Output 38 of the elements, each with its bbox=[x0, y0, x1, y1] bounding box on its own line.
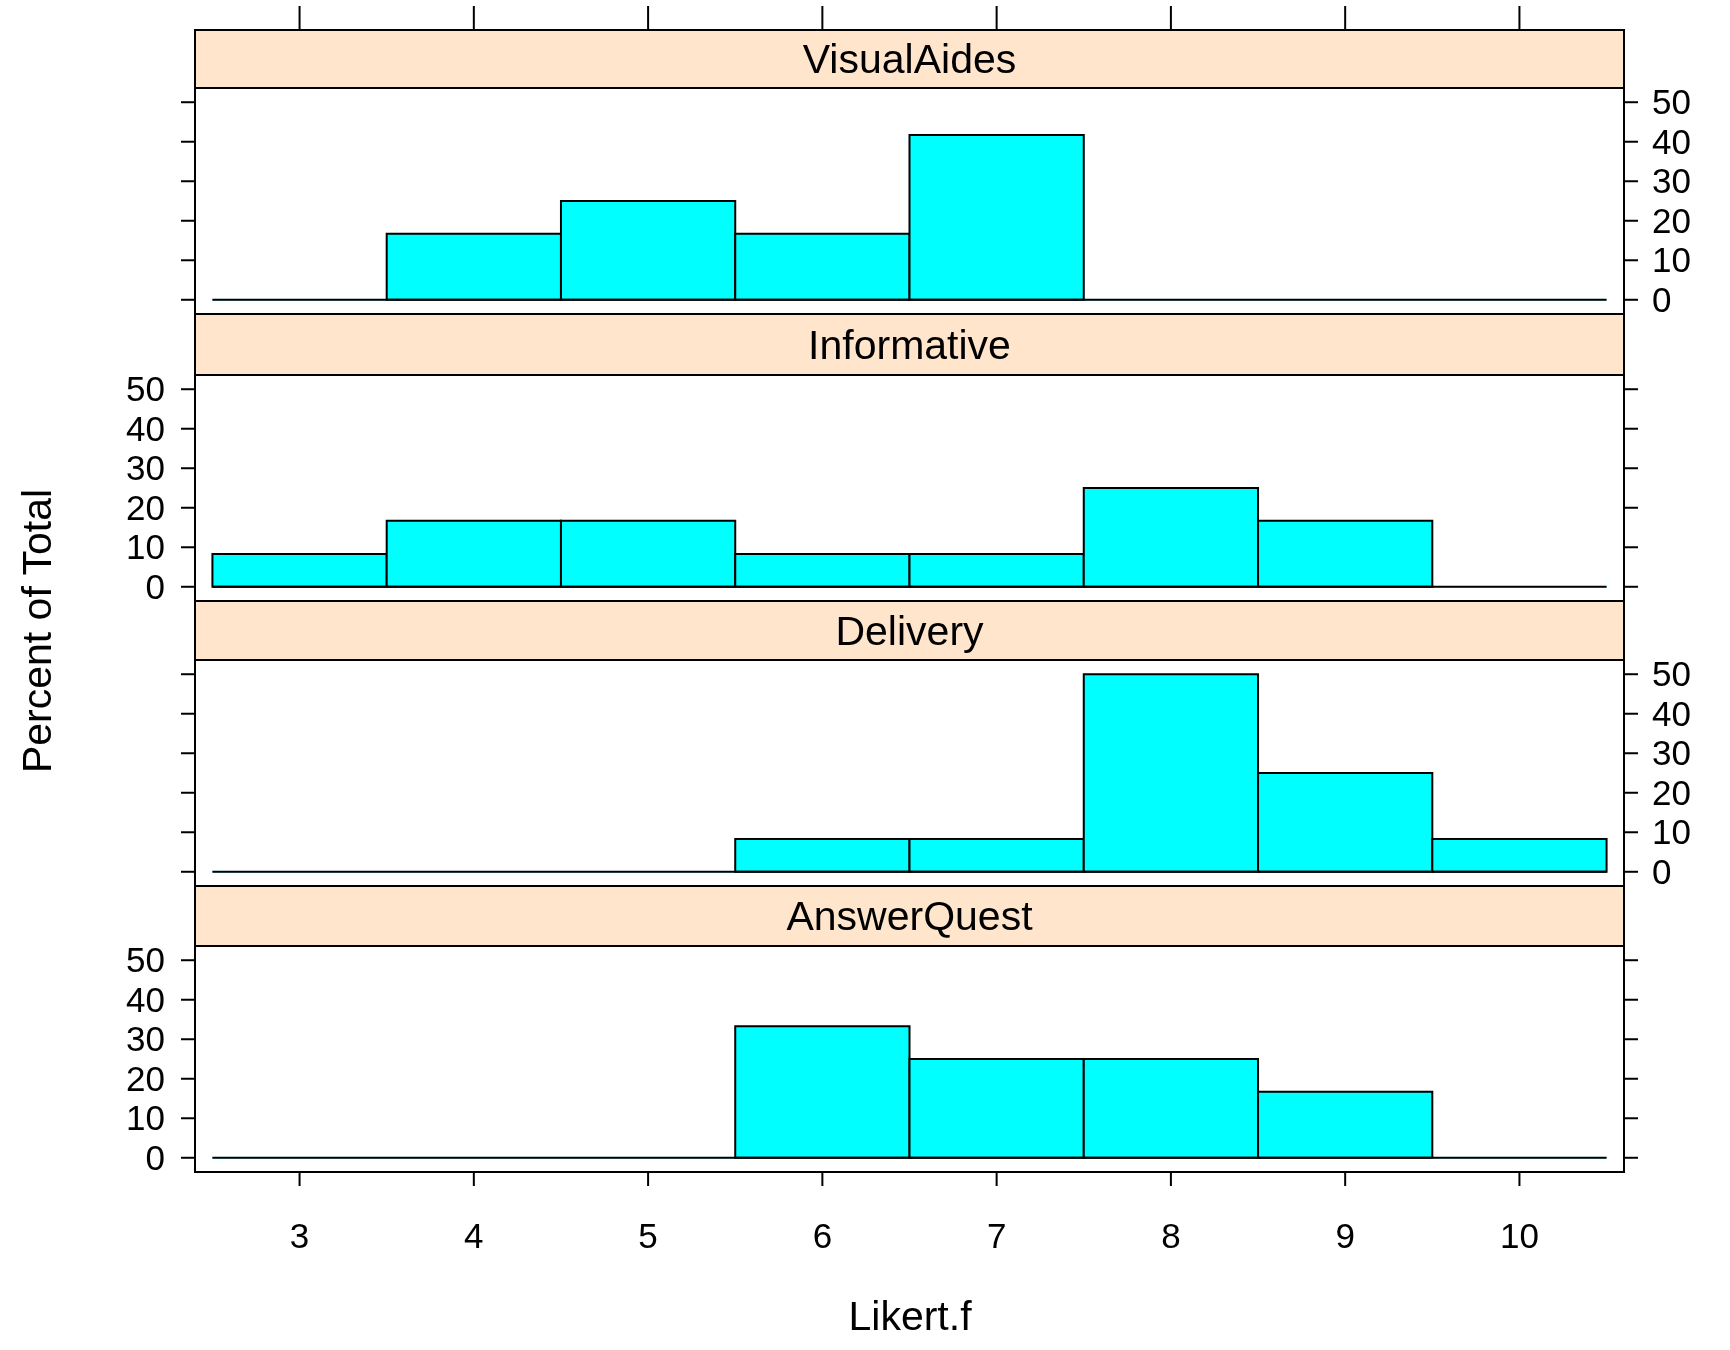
y-tick-label: 0 bbox=[145, 1137, 165, 1177]
y-tick-label: 50 bbox=[1652, 82, 1691, 122]
y-tick-label: 50 bbox=[126, 940, 165, 980]
y-tick-label: 40 bbox=[126, 408, 165, 448]
y-tick-label: 20 bbox=[1652, 200, 1691, 240]
y-tick-label: 40 bbox=[1652, 121, 1691, 161]
y-tick-label: 20 bbox=[126, 1058, 165, 1098]
y-tick-label: 0 bbox=[1652, 279, 1672, 319]
panel-title: AnswerQuest bbox=[786, 893, 1033, 939]
y-tick-label: 0 bbox=[145, 566, 165, 606]
x-tick-label: 4 bbox=[464, 1216, 484, 1255]
x-tick-label: 7 bbox=[986, 1216, 1007, 1255]
y-tick-label: 10 bbox=[126, 527, 165, 567]
y-tick-label: 40 bbox=[1652, 693, 1691, 733]
x-axis-title: Likert.f bbox=[848, 1293, 972, 1340]
y-tick-label: 30 bbox=[126, 1019, 165, 1059]
y-tick-label: 20 bbox=[126, 487, 165, 527]
y-tick-label: 50 bbox=[1652, 654, 1691, 694]
y-tick-label: 50 bbox=[126, 369, 165, 409]
y-tick-label: 30 bbox=[1652, 161, 1691, 201]
y-tick-label: 10 bbox=[1652, 812, 1691, 852]
panel-title: Delivery bbox=[835, 607, 984, 654]
y-tick-label: 10 bbox=[126, 1098, 165, 1138]
y-tick-label: 40 bbox=[126, 979, 165, 1019]
x-tick-label: 6 bbox=[812, 1216, 833, 1255]
x-tick-label: 3 bbox=[289, 1216, 310, 1255]
x-tick-label: 5 bbox=[638, 1216, 658, 1255]
y-tick-label: 0 bbox=[1652, 851, 1672, 891]
y-tick-label: 30 bbox=[1652, 733, 1691, 773]
panel-title: VisualAides bbox=[802, 36, 1017, 82]
y-tick-label: 20 bbox=[1652, 772, 1691, 812]
y-tick-label: 30 bbox=[126, 448, 165, 488]
x-tick-label: 9 bbox=[1335, 1216, 1355, 1255]
x-tick-label: 8 bbox=[1161, 1216, 1181, 1255]
y-tick-label: 10 bbox=[1652, 240, 1691, 280]
panel-title: Informative bbox=[808, 321, 1011, 368]
y-axis-title: Percent of Total bbox=[13, 488, 61, 774]
x-tick-label: 10 bbox=[1499, 1216, 1539, 1255]
